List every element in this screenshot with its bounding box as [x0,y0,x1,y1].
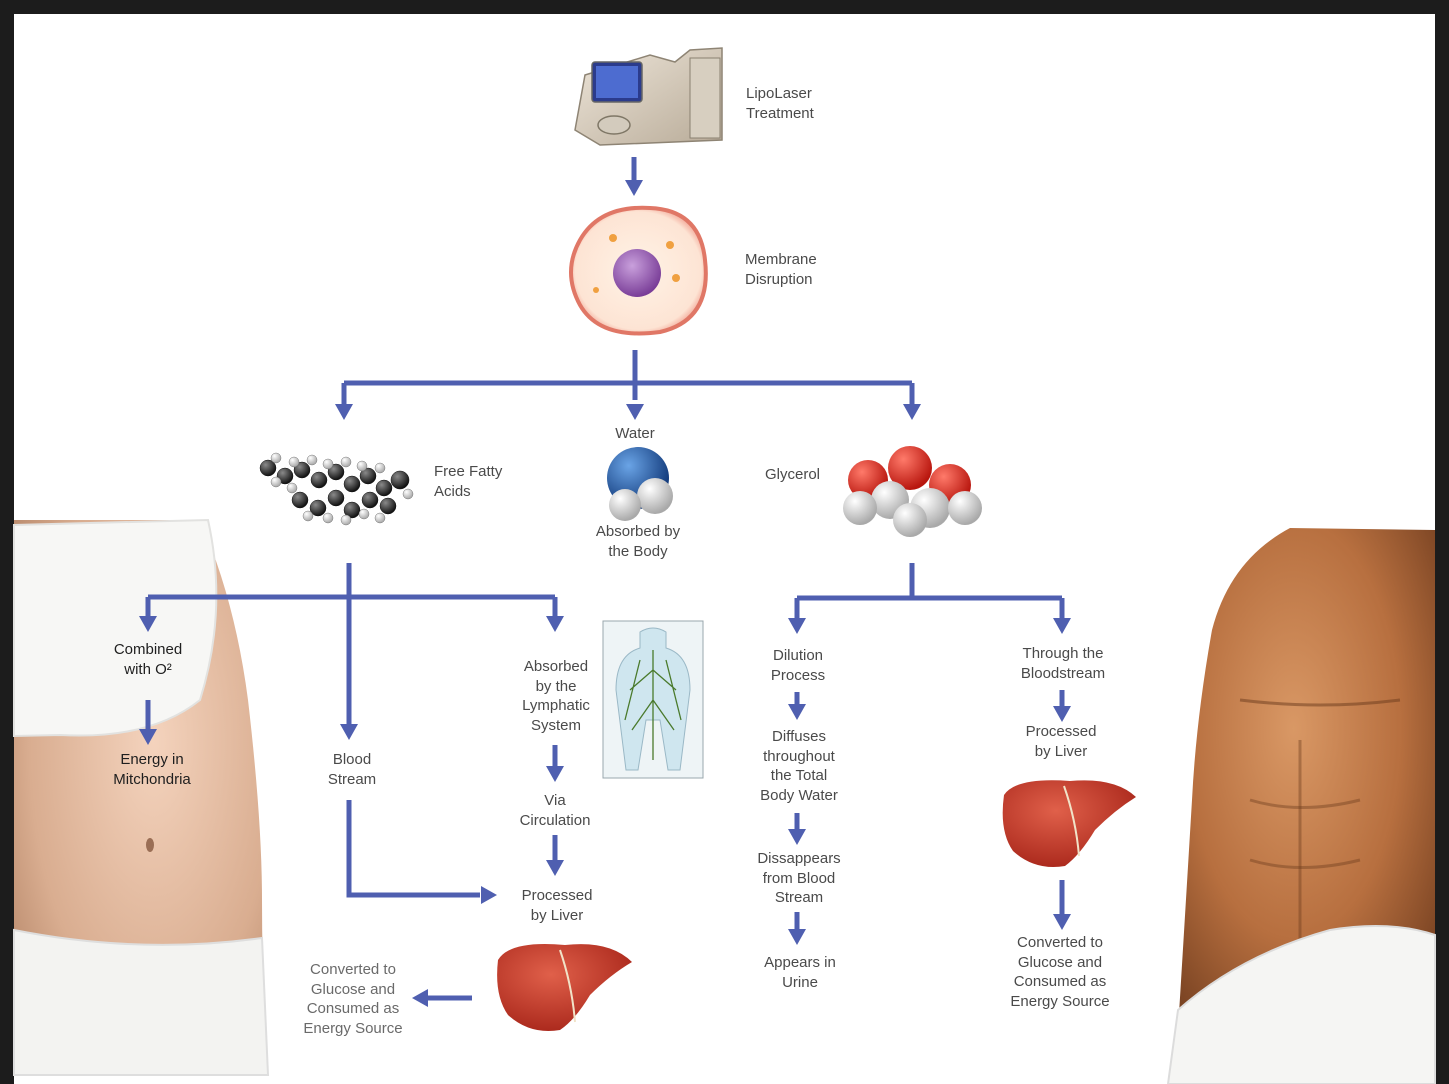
lipolaser-treatment-label: LipoLaser Treatment [746,85,814,122]
diffuses-body-water-label: Diffuses throughout the Total Body Water [760,728,838,804]
arrowhead [903,404,921,420]
arrowhead [788,618,806,634]
arrowhead [340,724,358,740]
lymphatic-system-figure [602,620,704,779]
arrowhead [139,729,157,745]
arrowhead [546,860,564,876]
arrowhead [626,404,644,420]
converted-glucose-left-label: Converted to Glucose and Consumed as Ene… [303,961,403,1037]
appears-in-urine-label: Appears in Urine [764,954,836,991]
flow-arrows [139,157,1071,1007]
energy-in-mitochondria-label: Energy in Mitchondria [113,751,191,788]
blood-stream-label: Blood Stream [327,751,377,788]
arrowhead [625,180,643,196]
absorbed-by-body-label: Absorbed by the Body [595,523,681,560]
arrowhead [788,929,806,945]
glycerol-label: Glycerol [765,466,821,483]
dilution-process-label: Dilution Process [770,647,826,684]
absorbed-lymphatic-label: Absorbed by the Lymphatic System [522,658,590,734]
arrowhead [412,989,428,1007]
female-torso-photo [13,518,270,1076]
arrowhead [481,886,497,904]
arrowhead [335,404,353,420]
arrowhead [1053,914,1071,930]
liver-organ-right [1002,780,1136,867]
processed-by-liver-right-label: Processed by Liver [1025,723,1097,760]
dissappears-blood-stream-label: Dissappears from Blood Stream [757,850,841,906]
fatty-acid-molecule [259,452,414,526]
liposuction-laser-device [574,47,723,146]
arrowhead [1053,706,1071,722]
male-torso-photo [1166,528,1436,1084]
arrow-line [346,800,480,898]
glycerol-molecule [843,446,982,537]
converted-glucose-right-label: Converted to Glucose and Consumed as Ene… [1010,934,1110,1010]
liver-organ [497,944,632,1031]
arrowhead [546,616,564,632]
water-label: Water [615,425,655,442]
arrowhead [546,766,564,782]
arrowhead [139,616,157,632]
water-molecule [607,447,673,521]
combined-with-o2-label: Combined with O² [113,641,183,678]
through-bloodstream-label: Through the Bloodstream [1020,645,1106,682]
free-fatty-acids-label: Free Fatty Acids [434,463,503,500]
membrane-disruption-label: Membrane Disruption [745,251,817,288]
arrowhead [1053,618,1071,634]
via-circulation-label: Via Circulation [519,792,591,829]
arrowhead [788,704,806,720]
fat-cell-membrane [569,205,708,336]
processed-by-liver-left-label: Processed by Liver [521,887,593,924]
arrowhead [788,829,806,845]
